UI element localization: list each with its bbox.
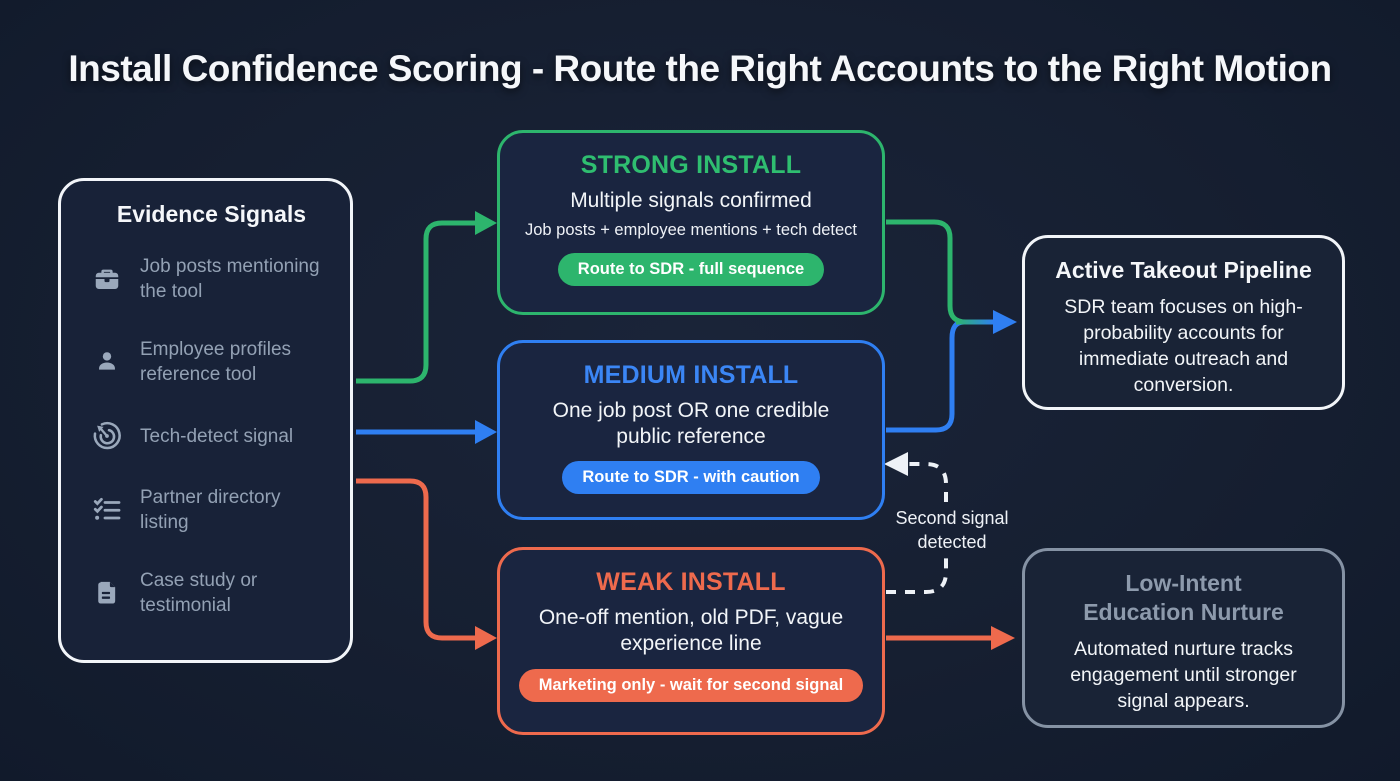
evidence-item-label: Case study or testimonial: [140, 570, 258, 616]
low-intent-nurture-body: Automated nurture tracks engagement unti…: [1070, 638, 1297, 712]
strong-install-title: STRONG INSTALL: [580, 151, 802, 179]
medium-install-box: MEDIUM INSTALL One job post OR one credi…: [497, 340, 885, 520]
medium-install-subtitle: One job post OR one credible public refe…: [552, 399, 830, 448]
arrow-medium-to-active: [886, 319, 965, 433]
radar-icon: [91, 420, 123, 452]
strong-install-route-badge: Route to SDR - full sequence: [557, 253, 825, 286]
low-intent-nurture-title: Low-Intent Education Nurture: [1083, 570, 1284, 625]
evidence-panel-title: Evidence Signals: [116, 201, 307, 227]
medium-install-route-badge: Route to SDR - with caution: [562, 461, 820, 494]
arrow-evidence-to-strong: [356, 211, 497, 384]
arrow-weak-to-nurture: [886, 626, 1015, 650]
strong-install-box: STRONG INSTALL Multiple signals confirme…: [497, 130, 885, 315]
evidence-item-tech-detect: Tech-detect signal: [91, 420, 332, 452]
second-signal-annotation: Second signal detected: [895, 508, 1009, 552]
weak-install-box: WEAK INSTALL One-off mention, old PDF, v…: [497, 547, 885, 735]
weak-install-title: WEAK INSTALL: [596, 568, 786, 596]
arrow-evidence-to-weak: [356, 478, 497, 650]
evidence-item-label: Tech-detect signal: [140, 425, 294, 447]
weak-install-subtitle: One-off mention, old PDF, vague experien…: [538, 606, 844, 655]
person-icon: [91, 348, 123, 376]
evidence-item-label: Job posts mentioning the tool: [140, 256, 320, 302]
strong-install-detail: Job posts + employee mentions + tech det…: [524, 221, 858, 239]
arrow-merge-into-active: [956, 310, 1017, 334]
active-takeout-pipeline-box: Active Takeout Pipeline SDR team focuses…: [1022, 235, 1345, 410]
evidence-item-label: Employee profiles reference tool: [140, 339, 292, 385]
evidence-item-case-study: Case study or testimonial: [91, 568, 332, 618]
medium-install-title: MEDIUM INSTALL: [583, 361, 799, 389]
page-title: Install Confidence Scoring - Route the R…: [68, 48, 1332, 89]
active-takeout-body: SDR team focuses on high-probability acc…: [1064, 296, 1303, 396]
checklist-icon: [91, 494, 123, 526]
weak-install-route-badge: Marketing only - wait for second signal: [518, 669, 864, 702]
evidence-item-partner-directory: Partner directory listing: [91, 485, 332, 535]
document-icon: [91, 579, 123, 607]
arrow-strong-to-active: [886, 219, 972, 325]
briefcase-icon: [91, 264, 123, 294]
evidence-item-employee-profiles: Employee profiles reference tool: [91, 337, 332, 387]
low-intent-nurture-box: Low-Intent Education Nurture Automated n…: [1022, 548, 1345, 728]
arrow-evidence-to-medium: [356, 420, 497, 444]
evidence-signals-panel: Evidence Signals Job posts mentioning th…: [58, 178, 353, 663]
active-takeout-title: Active Takeout Pipeline: [1055, 257, 1312, 283]
arrow-second-signal-dashed: [884, 452, 948, 594]
evidence-item-job-posts: Job posts mentioning the tool: [91, 254, 332, 304]
evidence-item-label: Partner directory listing: [140, 487, 281, 533]
strong-install-subtitle: Multiple signals confirmed: [570, 189, 812, 212]
